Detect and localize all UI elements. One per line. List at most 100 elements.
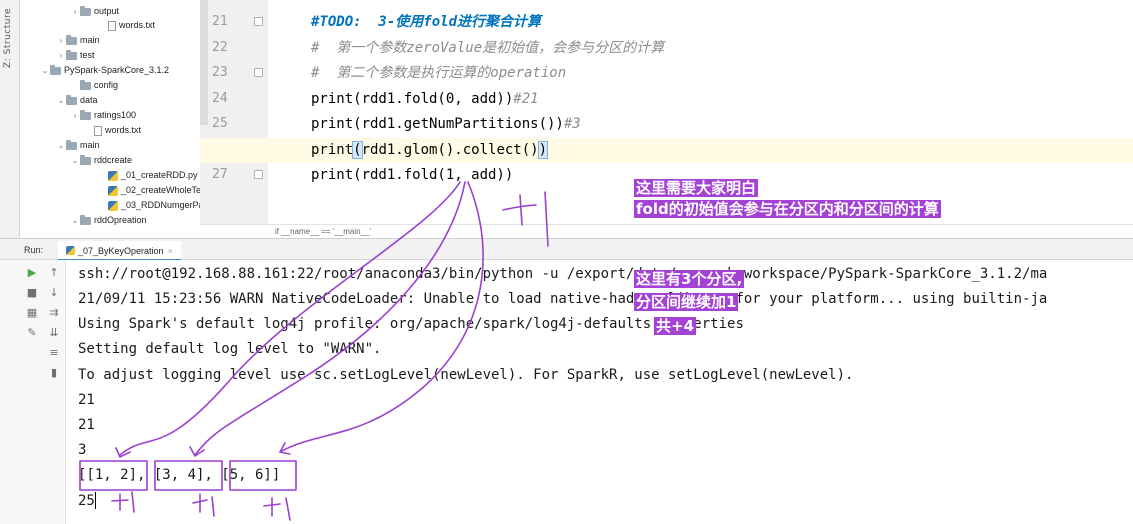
code-line-24[interactable]: print(rdd1.fold(0, add))#21 xyxy=(311,87,539,112)
folder-icon xyxy=(80,5,91,16)
breadcrumb[interactable]: if __name__ == '__main__' xyxy=(200,224,1133,238)
expand-arrow-icon[interactable]: › xyxy=(59,51,63,60)
code-line-25[interactable]: print(rdd1.getNumPartitions())#3 xyxy=(311,112,581,137)
trash-icon[interactable]: ▮ xyxy=(50,366,58,379)
run-tab[interactable]: _07_ByKeyOperation× xyxy=(58,241,181,261)
console-line: 3 xyxy=(78,442,87,458)
text-cursor xyxy=(95,492,96,509)
left-tool-strip: Z: Structure xyxy=(0,0,20,238)
console-line: 21 xyxy=(78,392,95,408)
matched-bracket-open: ( xyxy=(352,141,363,159)
code-text: print xyxy=(311,142,354,158)
annotation-note-1-line-1: 这里需要大家明白 xyxy=(634,179,759,197)
run-label: Run: xyxy=(24,245,44,255)
line-number[interactable]: 21 xyxy=(212,14,228,29)
annotation-note-2-line-2: 分区间继续加1 xyxy=(634,293,739,311)
line-number[interactable]: 25 xyxy=(212,116,228,131)
code-text: print(rdd1.getNumPartitions()) xyxy=(311,116,564,132)
python-file-icon xyxy=(108,185,118,196)
code-line-21[interactable]: #TODO: 3-使用fold进行聚合计算 xyxy=(311,14,542,30)
console-line: 21/09/11 15:23:56 WARN NativeCodeLoader:… xyxy=(78,291,1048,307)
soft-wrap-icon[interactable]: ⇉ xyxy=(49,306,59,319)
python-file-icon xyxy=(108,170,118,181)
close-icon[interactable]: × xyxy=(167,246,173,256)
code-text: print(rdd1.fold(1, add)) xyxy=(311,167,514,183)
tree-item[interactable]: _01_createRDD.py xyxy=(98,168,198,183)
stop-icon[interactable]: ■ xyxy=(26,286,38,299)
tree-item[interactable]: ›output xyxy=(70,4,119,19)
editor-gutter: 21222324252627 xyxy=(200,0,268,224)
tree-item[interactable]: words.txt xyxy=(84,123,141,138)
console-line: To adjust logging level use sc.setLogLev… xyxy=(78,367,854,383)
tree-item-label: _01_createRDD.py xyxy=(121,170,198,180)
tree-item[interactable]: ⌄ data xyxy=(56,93,98,108)
expand-arrow-icon[interactable]: ⌄ xyxy=(57,141,65,150)
line-number[interactable]: 24 xyxy=(212,91,228,106)
expand-arrow-icon[interactable]: › xyxy=(73,7,77,16)
tree-item-label: ratings100 xyxy=(94,110,137,120)
folder-icon xyxy=(66,139,77,150)
code-line-26[interactable]: print(rdd1.glom().collect()) xyxy=(311,138,549,163)
structure-tab[interactable]: Z: Structure xyxy=(3,8,13,68)
code-text: rdd1.glom().collect() xyxy=(361,142,539,158)
folder-icon xyxy=(50,64,61,75)
fold-icon[interactable] xyxy=(254,170,263,179)
fold-icon[interactable] xyxy=(254,17,263,26)
pin-icon[interactable]: ✎ xyxy=(27,326,37,339)
annotation-note-1-line-2: fold的初始值会参与在分区内和分区间的计算 xyxy=(634,200,941,218)
scroll-up-icon[interactable]: ↑ xyxy=(49,266,59,279)
tree-item[interactable]: config xyxy=(70,78,118,93)
code-comment: #21 xyxy=(513,91,539,107)
line-number[interactable]: 27 xyxy=(212,167,228,182)
tree-item[interactable]: ⌄main xyxy=(56,138,100,153)
tree-item[interactable]: _03_RDDNumgerPartitions.py xyxy=(98,198,200,213)
tree-item[interactable]: ›test xyxy=(56,48,95,63)
python-file-icon xyxy=(66,246,75,255)
expand-arrow-icon[interactable]: ⌄ xyxy=(71,216,79,225)
print-icon[interactable]: ≡ xyxy=(49,346,59,359)
tree-item-label: rddOpreation xyxy=(94,215,147,225)
fold-icon[interactable] xyxy=(254,68,263,77)
run-toolbar: ▶ ↑ ■ ↓ ▦ ⇉ ✎ ⇊ ≡ ▮ xyxy=(0,260,66,524)
expand-arrow-icon[interactable]: ⌄ xyxy=(41,66,49,75)
annotation-note-2-line-3: 共+4 xyxy=(654,317,697,335)
tree-item-label: words.txt xyxy=(119,20,156,30)
console-line: 25 xyxy=(78,493,95,509)
project-tree-scrollbar[interactable] xyxy=(200,0,208,125)
run-tab-label: _07_ByKeyOperation xyxy=(78,246,164,256)
python-file-icon xyxy=(108,200,118,211)
expand-arrow-icon[interactable]: › xyxy=(59,36,63,45)
folder-icon xyxy=(80,79,91,90)
rerun-icon[interactable]: ▶ xyxy=(27,266,37,279)
text-file-icon xyxy=(108,20,116,31)
code-line-23[interactable]: # 第二个参数是执行运算的operation xyxy=(311,65,567,81)
breadcrumb-item[interactable]: if __name__ == '__main__' xyxy=(275,227,372,236)
folder-icon xyxy=(80,154,91,165)
tree-item-label: rddcreate xyxy=(94,155,133,165)
expand-arrow-icon[interactable]: › xyxy=(73,111,77,120)
layout-icon[interactable]: ▦ xyxy=(26,306,38,319)
tree-item[interactable]: words.txt xyxy=(98,18,155,33)
tree-item[interactable]: ⌄PySpark-SparkCore_3.1.2 xyxy=(40,63,169,78)
console-line: [[1, 2], [3, 4], [5, 6]] xyxy=(78,467,281,483)
expand-arrow-icon[interactable]: ⌄ xyxy=(57,96,65,105)
tree-item[interactable]: _02_createWholeTextFiles.py xyxy=(98,183,200,198)
tree-item[interactable]: ⌄ rddOpreation xyxy=(70,213,147,228)
folder-icon xyxy=(66,34,77,45)
console-line: 21 xyxy=(78,417,95,433)
folder-icon xyxy=(80,214,91,225)
line-number[interactable]: 23 xyxy=(212,65,228,80)
line-number[interactable]: 22 xyxy=(212,40,228,55)
tree-item[interactable]: › ratings100 xyxy=(70,108,136,123)
code-text: print(rdd1.fold(0, add)) xyxy=(311,91,514,107)
tree-item[interactable]: ›main xyxy=(56,33,100,48)
tree-item-label: data xyxy=(80,95,98,105)
scroll-down-icon[interactable]: ↓ xyxy=(49,286,59,299)
expand-arrow-icon[interactable]: ⌄ xyxy=(71,156,79,165)
tree-item[interactable]: ⌄ rddcreate xyxy=(70,153,132,168)
code-line-22[interactable]: # 第一个参数zeroValue是初始值，会参与分区的计算 xyxy=(311,40,665,56)
scroll-to-end-icon[interactable]: ⇊ xyxy=(49,326,59,339)
code-line-27[interactable]: print(rdd1.fold(1, add)) xyxy=(311,163,513,188)
annotation-note-2-line-1: 这里有3个分区, xyxy=(634,270,745,288)
